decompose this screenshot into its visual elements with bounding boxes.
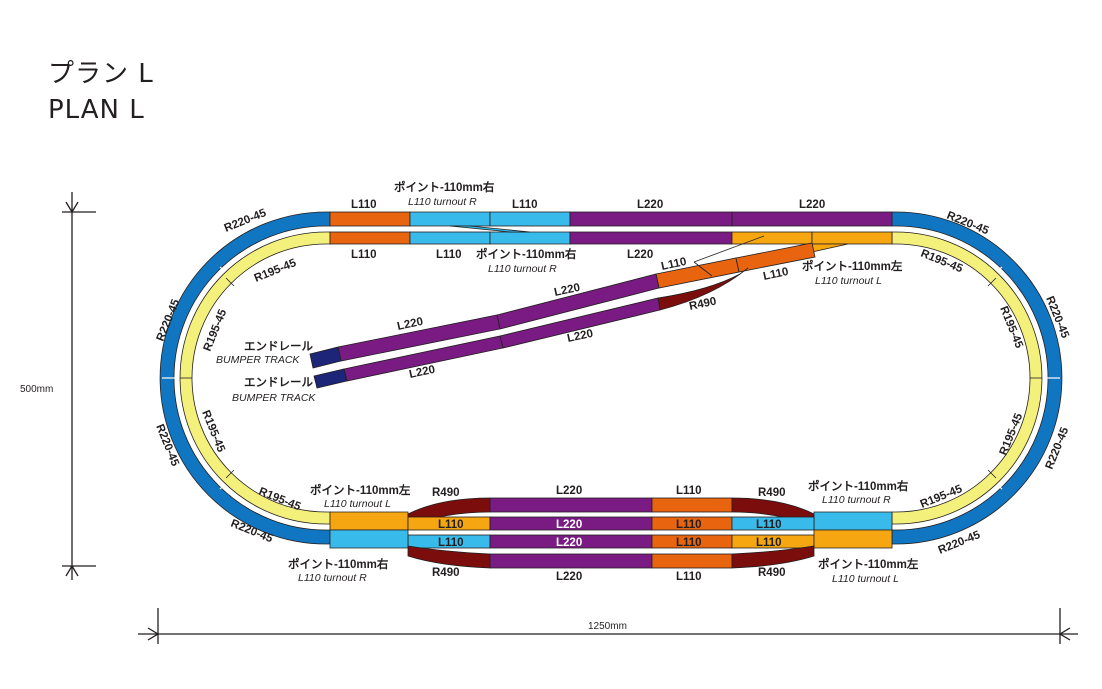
label-l110-top4: L110: [436, 249, 462, 261]
label-siding-l220-d: L220: [408, 364, 436, 381]
bumper-lower: [313, 368, 348, 389]
top-turnout-r-a: [409, 211, 491, 227]
bottom-l220-4: [489, 553, 653, 569]
width-dimension-label: 1250mm: [588, 621, 627, 632]
label-siding-l220-c: L220: [566, 328, 594, 345]
label-r490-b1: R490: [432, 487, 460, 499]
bottom-left-turnout-r: [329, 529, 409, 549]
label-siding-l110-b: L110: [762, 266, 790, 283]
siding-l110-b: [735, 242, 816, 273]
label-turnout-l-top-en: L110 turnout L: [815, 275, 882, 287]
siding-labels: L110 L110 R490 L220 L220 L220 L220 エンドレー…: [216, 235, 790, 404]
bottom-right-turnout-r: [813, 511, 893, 531]
title-en: PLAN L: [48, 95, 145, 125]
label-l110-b7: L110: [756, 537, 782, 549]
label-l220-b3: L220: [556, 537, 582, 549]
label-siding-l220-a: L220: [553, 282, 581, 299]
top-crossover: [449, 225, 531, 233]
bumper-upper: [309, 346, 342, 369]
top-outer-l220-a: [569, 211, 733, 227]
label-l220-top2: L220: [799, 199, 825, 211]
top-turnout-l-diverge: [811, 243, 849, 253]
label-r490-b4: R490: [758, 567, 786, 579]
label-bumper-upper-en: BUMPER TRACK: [216, 354, 300, 366]
label-turnout-l-br-jp: ポイント-110mm左: [818, 557, 919, 571]
bottom-l110-2c: [731, 516, 815, 531]
label-l110-b8: L110: [676, 571, 702, 583]
siding-branch: [309, 242, 816, 389]
label-l220-top3: L220: [627, 249, 653, 261]
label-l110-b2: L110: [438, 519, 464, 531]
bottom-tracks: [329, 497, 893, 569]
top-inner-l110: [329, 231, 411, 245]
height-dimension-label: 500mm: [20, 384, 53, 395]
label-turnout-l-bl-en: L110 turnout L: [324, 498, 391, 510]
siding-r490: [657, 267, 749, 311]
label-r490-b3: R490: [432, 567, 460, 579]
bottom-labels: ポイント-110mm左 L110 turnout L R490 L220 L11…: [288, 479, 919, 585]
top-turnout-l-b: [811, 231, 893, 245]
top-turnout-l-a: [731, 231, 813, 245]
label-turnout-r-top2-jp: ポイント-110mm右: [476, 247, 577, 261]
label-l110-b3: L110: [676, 519, 702, 531]
label-bumper-upper-jp: エンドレール: [244, 340, 313, 353]
label-l110-b1: L110: [676, 485, 702, 497]
top-inner-l220: [569, 231, 733, 245]
label-l220-b1: L220: [556, 485, 582, 497]
bottom-l110-4: [651, 553, 733, 569]
label-turnout-l-br-en: L110 turnout L: [832, 573, 899, 585]
label-turnout-r-bl-en: L110 turnout R: [298, 572, 367, 584]
label-turnout-r-bl-jp: ポイント-110mm右: [288, 557, 389, 571]
label-turnout-r-br-jp: ポイント-110mm右: [808, 479, 909, 493]
label-siding-l220-b: L220: [396, 316, 424, 333]
label-l110-top2: L110: [512, 199, 538, 211]
bottom-right-r490-lower: [731, 545, 815, 569]
label-turnout-r-top-en: L110 turnout R: [408, 196, 477, 208]
bottom-l110-1: [651, 497, 733, 513]
label-l110-b6: L110: [676, 537, 702, 549]
top-outer-l110: [329, 211, 411, 227]
title-jp: プラン L: [48, 59, 154, 89]
label-siding-r490: R490: [688, 295, 717, 312]
top-outer-l110-b: [489, 211, 571, 227]
label-l220-top1: L220: [637, 199, 663, 211]
label-r490-b2: R490: [758, 487, 786, 499]
top-outer-l220-b: [731, 211, 893, 227]
label-turnout-r-br-en: L110 turnout R: [822, 494, 891, 506]
bottom-left-turnout-l: [329, 511, 409, 531]
label-l110-top3: L110: [351, 249, 377, 261]
bottom-right-turnout-l: [813, 529, 893, 549]
bottom-l220-1: [489, 497, 653, 513]
label-l110-top1: L110: [351, 199, 377, 211]
label-l220-b2: L220: [556, 519, 582, 531]
label-turnout-l-top-jp: ポイント-110mm左: [802, 259, 903, 273]
label-bumper-lower-en: BUMPER TRACK: [232, 392, 316, 404]
label-l110-b4: L110: [756, 519, 782, 531]
label-turnout-l-bl-jp: ポイント-110mm左: [310, 483, 411, 497]
label-turnout-r-top-jp: ポイント-110mm右: [394, 180, 495, 194]
label-l220-b4: L220: [556, 571, 582, 583]
bottom-left-r490-lower: [407, 545, 491, 569]
top-turnout-r-b: [489, 231, 571, 245]
top-tracks: [329, 211, 893, 253]
width-dimension: [138, 608, 1078, 644]
top-inner-l110-b: [409, 231, 491, 245]
label-siding-l110-a: L110: [660, 256, 688, 273]
title-block: プラン L PLAN L: [48, 56, 154, 128]
label-l110-b5: L110: [438, 537, 464, 549]
label-bumper-lower-jp: エンドレール: [244, 376, 313, 389]
top-labels: L110 L110 L220 L220 ポイント-110mm右 L110 tur…: [351, 180, 903, 287]
label-turnout-r-top2-en: L110 turnout R: [488, 263, 557, 275]
height-dimension: [62, 192, 96, 580]
